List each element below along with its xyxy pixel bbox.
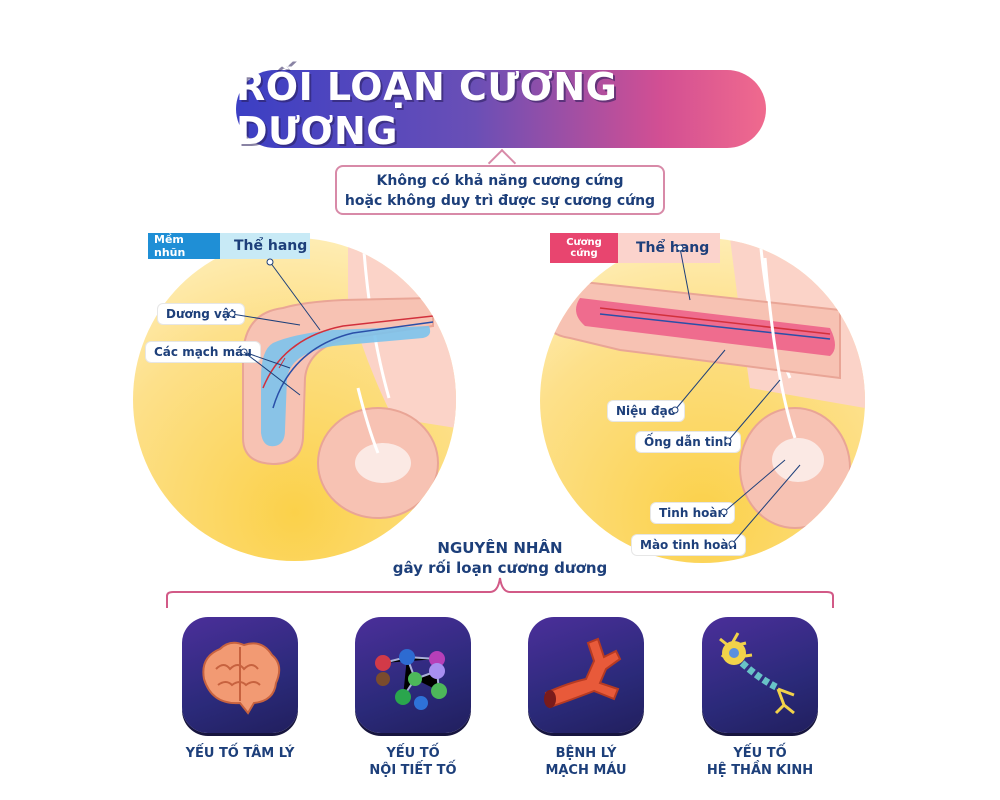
page-title: RỐI LOẠN CƯƠNG DƯƠNG xyxy=(236,65,618,153)
definition-box: Không có khả năng cương cứng hoặc không … xyxy=(335,165,665,215)
cause-label-vascular: BỆNH LÝ MẠCH MÁU xyxy=(545,746,627,778)
causes-heading-line-1: NGUYÊN NHÂN xyxy=(437,539,563,557)
blood-vessel-icon xyxy=(544,637,622,709)
hormone-molecules-icon xyxy=(375,649,447,710)
brain-icon xyxy=(202,641,281,715)
label-blood-vessels: Các mạch máu xyxy=(146,342,260,362)
erect-corpus-label: Thể hang xyxy=(618,233,720,263)
cause-tile-vascular xyxy=(528,617,644,733)
cause-label-nervous: YẾU TỐ HỆ THẦN KINH xyxy=(706,746,814,778)
label-testis: Tinh hoàn xyxy=(651,503,734,523)
cause-tile-psychological xyxy=(182,617,298,733)
label-vas-deferens: Ống dẫn tinh xyxy=(636,432,740,452)
neuron-icon xyxy=(719,632,795,715)
flaccid-state-tag: Mềm nhũn xyxy=(148,233,220,259)
erect-anatomy-illustration xyxy=(540,238,865,563)
label-penis: Dương vật xyxy=(158,304,244,324)
label-urethra: Niệu đạo xyxy=(608,401,684,421)
cause-tile-nervous xyxy=(702,617,818,733)
cause-tile-hormonal xyxy=(355,617,471,733)
title-banner: RỐI LOẠN CƯƠNG DƯƠNG xyxy=(236,65,766,153)
causes-heading: NGUYÊN NHÂN gây rối loạn cương dương xyxy=(380,538,620,578)
cause-label-psychological: YẾU TỐ TÂM LÝ xyxy=(185,746,295,761)
definition-line-1: Không có khả năng cương cứng xyxy=(376,173,624,189)
label-epididymis: Mào tinh hoàn xyxy=(632,535,746,555)
causes-heading-line-2: gây rối loạn cương dương xyxy=(392,559,608,577)
erect-state-tag: Cương cứng xyxy=(550,233,618,263)
cause-label-hormonal: YẾU TỐ NỘI TIẾT TỐ xyxy=(369,746,457,778)
erect-penis-drawing xyxy=(540,238,865,529)
flaccid-corpus-label: Thể hang xyxy=(220,233,310,259)
definition-line-2: hoặc không duy trì được sự cương cứng xyxy=(344,193,656,209)
causes-bracket xyxy=(166,577,834,608)
